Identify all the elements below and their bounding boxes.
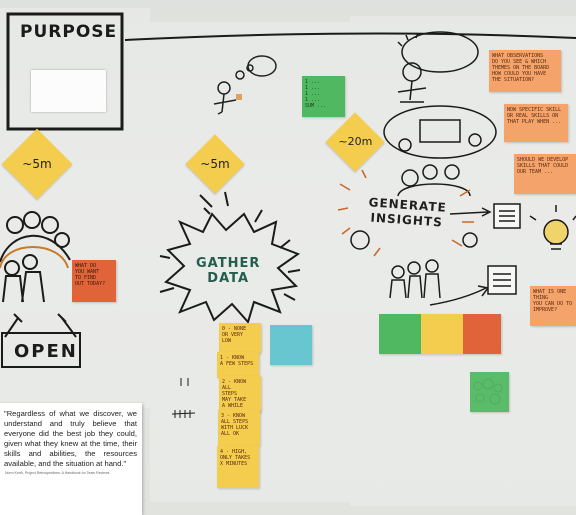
quote-text: "Regardless of what we discover, we unde… bbox=[4, 409, 137, 468]
generate-insights-label: GENERATE INSIGHTS bbox=[368, 195, 448, 230]
team-crowd-sketch bbox=[0, 211, 71, 303]
row-note-red bbox=[463, 314, 501, 354]
right-note-3: SHOULD WE DEVELOP SKILLS THAT COULD OUR … bbox=[514, 154, 576, 194]
purpose-heading: PURPOSE bbox=[20, 22, 118, 42]
redacted-note bbox=[31, 70, 106, 112]
meeting-sketch bbox=[383, 105, 497, 197]
tally-marks bbox=[171, 378, 196, 418]
right-note-4: WHAT IS ONE THING YOU CAN DO TO IMPROVE? bbox=[530, 286, 576, 326]
paper-sheet-right bbox=[350, 16, 576, 506]
retrospective-prime-directive-quote: "Regardless of what we discover, we unde… bbox=[0, 403, 142, 515]
thinking-person-sketch bbox=[213, 55, 277, 115]
gather-data-label: GATHER DATA bbox=[196, 256, 261, 286]
lightbulb-icon bbox=[529, 205, 576, 250]
cyan-note bbox=[270, 325, 312, 365]
quote-citation: Norm Kerth, Project Retrospectives: A Ha… bbox=[5, 471, 110, 475]
right-note-2: NOW SPECIFIC SKILL OR REAL SKILLS ON THA… bbox=[504, 104, 568, 142]
scale-note-2: 2 - KNOW ALL STEPS MAY TAKE A WHILE bbox=[219, 376, 261, 412]
scale-note-3: 3 - KNOW ALL STEPS WITH LUCK ALL OK bbox=[218, 410, 260, 446]
list-icon bbox=[487, 203, 521, 295]
row-note-yellow bbox=[421, 314, 463, 354]
scale-note-0: 0 - NONE OR VERY LOW bbox=[219, 323, 261, 353]
row-note-green bbox=[379, 314, 421, 354]
right-note-1: WHAT OBSERVATIONS DO YOU SEE & WHICH THE… bbox=[489, 50, 561, 92]
small-team-sketch bbox=[389, 259, 441, 299]
tally-a: II bbox=[180, 374, 188, 383]
open-sign-sketch bbox=[1, 313, 81, 368]
scale-note-1: 1 - KNOW A FEW STEPS bbox=[217, 352, 259, 378]
open-sign-label: OPEN bbox=[14, 341, 78, 362]
insights-rays bbox=[337, 169, 474, 257]
green-note-counts: 1 ... 1 ... 1 ... 1 ... SUM ... bbox=[302, 76, 345, 117]
open-question-note: WHAT DO YOU WANT TO FIND OUT TODAY? bbox=[72, 260, 116, 302]
green-note-lower bbox=[470, 372, 509, 412]
scale-note-4: 4 - HIGH, ONLY TAKES X MINUTES bbox=[217, 446, 259, 488]
idea-person-sketch bbox=[397, 31, 479, 103]
gear-icon bbox=[350, 230, 478, 250]
